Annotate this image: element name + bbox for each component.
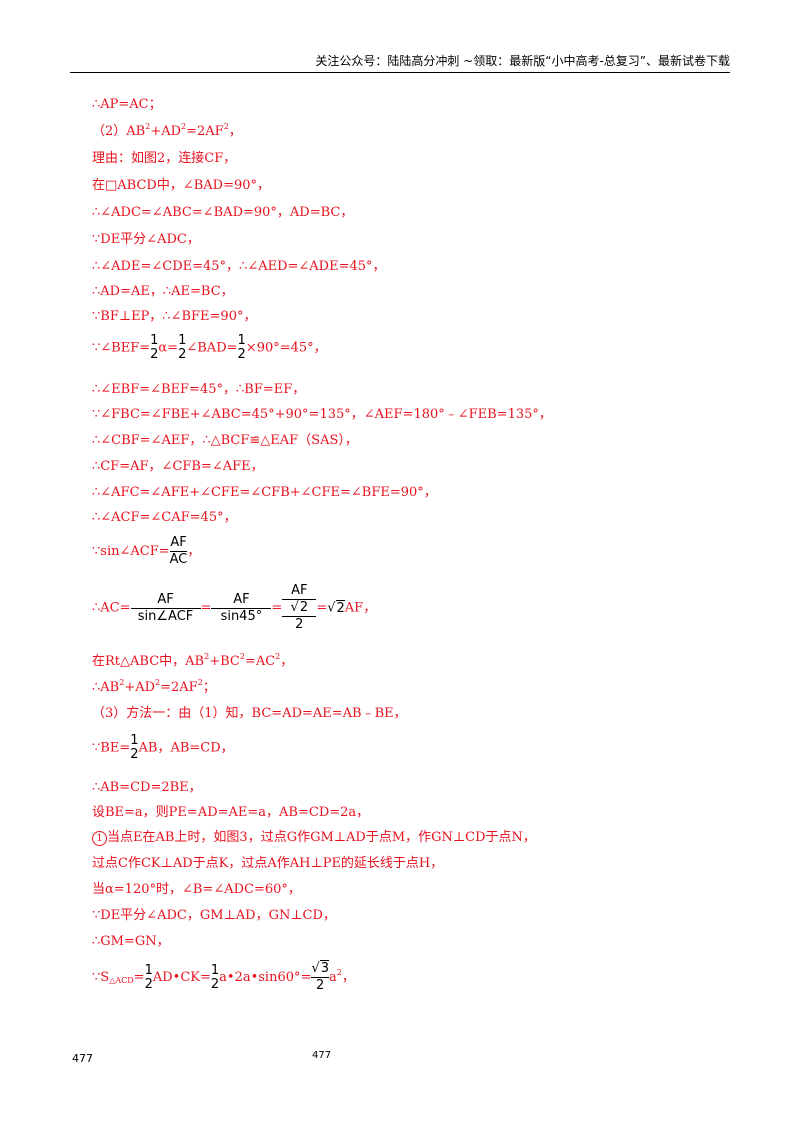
line-27: 当α=120°时，∠B=∠ADC=60°， bbox=[92, 882, 301, 897]
header-rule bbox=[70, 72, 730, 73]
line-11: ∴∠EBF=∠BEF=45°，∴BF=EF， bbox=[92, 382, 306, 397]
line-26: 过点C作CK⊥AD于点K，过点A作AH⊥PE的延长线于点H， bbox=[92, 856, 444, 871]
line-28: ∵DE平分∠ADC，GM⊥AD，GN⊥CD， bbox=[92, 908, 336, 923]
line-9: ∵BF⊥EP，∴∠BFE=90°， bbox=[92, 309, 257, 324]
circled-number: 1 bbox=[92, 831, 107, 846]
page-number-left: 477 bbox=[72, 1052, 93, 1065]
sqrt-2: √2 bbox=[327, 599, 345, 616]
line-21: （3）方法一：由（1）知，BC=AD=AE=AB﹣BE， bbox=[92, 706, 407, 721]
page-header: 关注公众号：陆陆高分冲刺 ~领取：最新版“小中高考-总复习”、最新试卷下载 bbox=[315, 54, 730, 68]
line-15: ∴∠AFC=∠AFE+∠CFE=∠CFB+∠CFE=∠BFE=90°， bbox=[92, 485, 437, 500]
line-12: ∵∠FBC=∠FBE+∠ABC=45°+90°=135°，∠AEF=180°﹣∠… bbox=[92, 407, 552, 422]
line-8: ∴AD=AE，∴AE=BC， bbox=[92, 284, 234, 299]
line-13: ∴∠CBF=∠AEF，∴△BCF≌△EAF（SAS）， bbox=[92, 433, 358, 448]
page-number-center: 477 bbox=[312, 1050, 332, 1061]
line-5: ∴∠ADC=∠ABC=∠BAD=90°，AD=BC， bbox=[92, 205, 354, 220]
line-6: ∵DE平分∠ADC， bbox=[92, 232, 200, 247]
line-19: 在Rt△ABC中，AB2+BC2=AC2， bbox=[92, 652, 294, 670]
line-14: ∴CF=AF，∠CFB=∠AFE， bbox=[92, 459, 264, 474]
line-29: ∴GM=GN， bbox=[92, 934, 170, 949]
line-3: 理由：如图2，连接CF， bbox=[92, 151, 237, 166]
line-7: ∴∠ADE=∠CDE=45°，∴∠AED=∠ADE=45°， bbox=[92, 259, 386, 274]
line-4: 在□ABCD中，∠BAD=90°， bbox=[92, 178, 271, 193]
line-16: ∴∠ACF=∠CAF=45°， bbox=[92, 510, 237, 525]
line-20: ∴AB2+AD2=2AF2； bbox=[92, 678, 216, 696]
line-1: ∴AP=AC； bbox=[92, 97, 162, 112]
line-24: 设BE=a，则PE=AD=AE=a，AB=CD=2a， bbox=[92, 805, 370, 820]
line-2: （2）AB2+AD2=2AF2， bbox=[92, 122, 242, 140]
line-23: ∴AB=CD=2BE， bbox=[92, 780, 202, 795]
